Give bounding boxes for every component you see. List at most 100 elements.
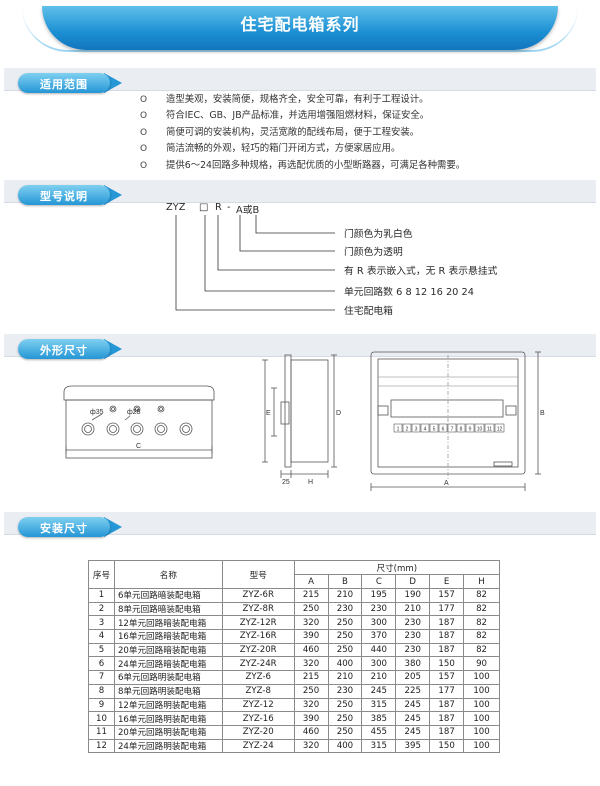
cell-size: 82 bbox=[463, 642, 500, 658]
bottom-view-drawing bbox=[63, 385, 215, 459]
bullet: O bbox=[140, 160, 148, 171]
cell-size: 82 bbox=[463, 615, 500, 631]
cell-name: 24单元回路明装配电箱 bbox=[113, 738, 223, 754]
cell-name: 20单元回路明装配电箱 bbox=[113, 724, 223, 740]
table-header-row: 序号 名称 型号 尺寸(mm) bbox=[88, 560, 501, 589]
cell-size: 400 bbox=[327, 738, 363, 754]
cell-size: 320 bbox=[293, 656, 329, 672]
cell-size: 230 bbox=[395, 615, 431, 631]
dim-c: C bbox=[136, 443, 141, 450]
cell-size: 150 bbox=[429, 656, 465, 672]
cell-no: 3 bbox=[88, 615, 115, 631]
cell-model: ZYZ-8 bbox=[221, 683, 295, 699]
cell-no: 8 bbox=[88, 683, 115, 699]
dim-e: E bbox=[266, 410, 271, 417]
cell-size: 250 bbox=[327, 615, 363, 631]
cell-size: 315 bbox=[361, 697, 397, 713]
section-label-model: 型号说明 bbox=[40, 190, 88, 203]
cell-size: 250 bbox=[327, 724, 363, 740]
cell-name: 6单元回路明装配电箱 bbox=[113, 670, 223, 685]
cell-size: 100 bbox=[463, 670, 500, 685]
dim-d: D bbox=[336, 410, 341, 417]
cell-size: 245 bbox=[395, 711, 431, 726]
list-item-text: 符合IEC、GB、JB产品标准，并选用增强阻燃材料，保证安全。 bbox=[166, 110, 430, 122]
slot-label: 8 bbox=[460, 427, 463, 433]
cell-no: 11 bbox=[88, 724, 115, 740]
cell-size: 250 bbox=[327, 629, 363, 644]
section-tag-application: 适用范围 bbox=[18, 73, 110, 93]
cell-size: 230 bbox=[361, 601, 397, 617]
dim-b: B bbox=[540, 410, 545, 417]
cell-name: 20单元回路暗装配电箱 bbox=[113, 642, 223, 658]
cell-size: 300 bbox=[361, 656, 397, 672]
cell-size: 215 bbox=[293, 588, 329, 603]
cell-size: 230 bbox=[395, 629, 431, 644]
cell-size: 455 bbox=[361, 724, 397, 740]
band-divider bbox=[4, 90, 596, 91]
slot-label: 3 bbox=[415, 427, 418, 433]
cell-model: ZYZ-12R bbox=[221, 615, 295, 631]
slot-label: 4 bbox=[424, 427, 427, 433]
dim-25: 25 bbox=[282, 479, 290, 486]
model-desc-circuits: 单元回路数 6 8 12 16 20 24 bbox=[344, 287, 474, 298]
cell-size: 157 bbox=[429, 670, 465, 685]
cell-name: 16单元回路暗装配电箱 bbox=[113, 629, 223, 644]
cell-size: 230 bbox=[395, 642, 431, 658]
section-tag-install: 安装尺寸 bbox=[18, 517, 110, 537]
slot-label: 5 bbox=[433, 427, 436, 433]
cell-size: 177 bbox=[429, 683, 465, 699]
cell-no: 7 bbox=[88, 670, 115, 685]
table-subheader-row: A B C D E H bbox=[89, 574, 500, 589]
section-label-outline: 外形尺寸 bbox=[40, 344, 88, 357]
cell-size: 250 bbox=[293, 683, 329, 699]
cell-size: 370 bbox=[361, 629, 397, 644]
cell-size: 460 bbox=[293, 724, 329, 740]
cell-size: 210 bbox=[327, 588, 363, 603]
cell-size: 100 bbox=[463, 738, 500, 754]
cell-size: 390 bbox=[293, 629, 329, 644]
bullet: O bbox=[140, 127, 148, 138]
cell-model: ZYZ-20 bbox=[221, 724, 295, 740]
cell-size: 210 bbox=[395, 601, 431, 617]
cell-size: 395 bbox=[395, 738, 431, 754]
dim-a: A bbox=[444, 480, 449, 487]
model-desc-mount: 有 R 表示嵌入式，无 R 表示悬挂式 bbox=[344, 266, 498, 277]
cell-no: 12 bbox=[88, 738, 115, 754]
col-header-d: D bbox=[395, 574, 431, 589]
cell-size: 187 bbox=[429, 642, 465, 658]
bullet: O bbox=[140, 111, 148, 122]
cell-size: 90 bbox=[463, 656, 500, 672]
col-header-no: 序号 bbox=[88, 560, 115, 589]
cell-model: ZYZ-20R bbox=[221, 642, 295, 658]
model-ab: A或B bbox=[236, 205, 260, 216]
cell-size: 400 bbox=[327, 656, 363, 672]
cell-size: 100 bbox=[463, 711, 500, 726]
cell-name: 8单元回路暗装配电箱 bbox=[113, 601, 223, 617]
cell-no: 5 bbox=[88, 642, 115, 658]
band-divider bbox=[4, 534, 596, 535]
cell-no: 4 bbox=[88, 629, 115, 644]
slot-label: 12 bbox=[497, 427, 503, 433]
list-item-text: 造型美观，安装简便，规格齐全，安全可靠，有利于工程设计。 bbox=[166, 94, 429, 105]
model-prefix: ZYZ bbox=[166, 202, 186, 213]
cell-name: 6单元回路暗装配电箱 bbox=[113, 588, 223, 603]
cell-model: ZYZ-24R bbox=[221, 656, 295, 672]
section-tag-outline: 外形尺寸 bbox=[18, 339, 110, 359]
dim-phi35: ф35 bbox=[90, 409, 104, 416]
cell-model: ZYZ-12 bbox=[221, 697, 295, 713]
section-band-application bbox=[4, 68, 596, 90]
model-desc-door-white: 门颜色为乳白色 bbox=[344, 229, 413, 240]
cell-name: 16单元回路明装配电箱 bbox=[113, 711, 223, 726]
cell-size: 245 bbox=[395, 724, 431, 740]
cell-size: 187 bbox=[429, 615, 465, 631]
col-header-b: B bbox=[327, 574, 363, 589]
cell-size: 177 bbox=[429, 601, 465, 617]
